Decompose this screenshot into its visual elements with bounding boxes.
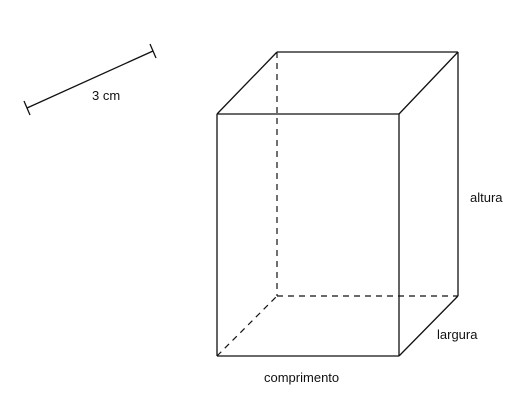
top-right-depth-edge	[398, 51, 459, 115]
hidden-bottom-left-depth-edge	[216, 295, 278, 357]
top-left-depth-edge	[216, 51, 278, 115]
hidden-edges	[216, 52, 458, 357]
width-label: largura	[437, 327, 478, 342]
prism-edges	[216, 51, 459, 357]
scale-bar	[23, 43, 157, 116]
scale-bar-right-tick	[149, 43, 157, 59]
bottom-right-depth-edge	[398, 295, 459, 357]
scale-bar-left-tick	[23, 100, 31, 116]
height-label: altura	[470, 190, 503, 205]
length-label: comprimento	[264, 370, 339, 385]
scale-bar-line	[26, 50, 154, 109]
scale-bar-label: 3 cm	[92, 88, 120, 103]
